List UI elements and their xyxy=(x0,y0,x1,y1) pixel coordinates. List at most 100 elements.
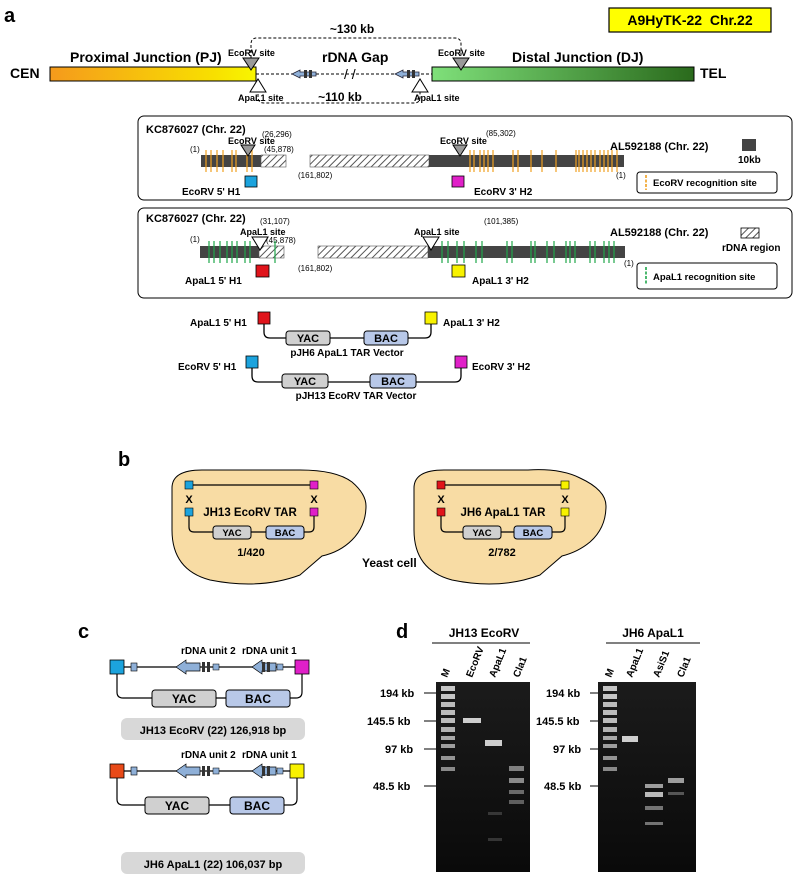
apal1-5-h1-swatch xyxy=(255,264,270,278)
jh6-apal1-construct xyxy=(109,763,305,815)
gel1-lane-ecorv: EcoRV xyxy=(465,645,487,679)
pjh6-left-arm-label: ApaL1 5' H1 xyxy=(190,318,247,329)
ecorv-pos-d: (85,302) xyxy=(486,129,516,138)
panel-label-c: c xyxy=(78,621,89,643)
jh6-efficiency: 2/782 xyxy=(488,547,516,559)
ecorv-site-marker-right xyxy=(452,57,470,71)
pjh13-right-arm-label: EcoRV 3' H2 xyxy=(472,362,531,373)
apal1-site-label-left: ApaL1 site xyxy=(238,93,284,103)
span-110kb-label: ~110 kb xyxy=(318,90,362,104)
apal1-map-right-title: AL592188 (Chr. 22) xyxy=(610,227,709,239)
jh13-crossover-left: X xyxy=(185,494,193,506)
chromosome-badge xyxy=(608,7,772,33)
span-130kb-label: ~130 kb xyxy=(330,22,374,36)
ecorv-map-box xyxy=(137,115,793,201)
ecorv-pos-b: (45,878) xyxy=(264,145,294,154)
apal1-3-h2-swatch xyxy=(451,264,466,278)
apal1-5-h1-label: ApaL1 5' H1 xyxy=(185,276,242,287)
pj-label: Proximal Junction (PJ) xyxy=(70,49,222,65)
jh6-tar-title: JH6 ApaL1 TAR xyxy=(461,507,547,519)
ecorv-map-site-right xyxy=(452,144,468,157)
gel2-title: JH6 ApaL1 xyxy=(622,626,684,640)
svg-text:194 kb: 194 kb xyxy=(380,688,415,700)
ecorv-map-left-rdna xyxy=(260,154,287,168)
apal1-legend-label: ApaL1 recognition site xyxy=(653,272,755,283)
gel2-bands xyxy=(603,686,684,825)
jh6-size-label: JH6 ApaL1 (22) 106,037 bp xyxy=(144,859,283,871)
ecorv-pos-end: (1) xyxy=(616,171,626,180)
apal1-map-box xyxy=(137,207,793,299)
jh13-tar-construct xyxy=(184,480,319,540)
gap-break-icon: / / xyxy=(344,66,356,82)
svg-text:97 kb: 97 kb xyxy=(553,744,581,756)
jh6-c-yac-label: YAC xyxy=(165,799,190,813)
svg-text:194 kb: 194 kb xyxy=(546,688,581,700)
jh6-c-bac-label: BAC xyxy=(244,799,270,813)
apal1-pos-end: (1) xyxy=(624,259,634,268)
apal1-pos-d: (101,385) xyxy=(484,217,519,226)
rdna-region-label: rDNA region xyxy=(722,243,781,254)
chromosome-badge-label: A9HyTK-22 Chr.22 xyxy=(627,12,752,28)
jh13-rdna-unit2-label: rDNA unit 2 xyxy=(181,646,236,657)
panel-label-d: d xyxy=(396,621,408,643)
gel1-lane-cla1: Cla1 xyxy=(512,655,530,679)
yeast-cell-right xyxy=(413,469,607,585)
apal1-site-label-right: ApaL1 site xyxy=(414,93,460,103)
ecorv-5-h1-label: EcoRV 5' H1 xyxy=(182,187,241,198)
cen-label: CEN xyxy=(10,65,40,81)
panel-label-a: a xyxy=(4,5,16,27)
apal1-recognition-ticks xyxy=(208,241,615,263)
jh13-size-label: JH13 EcoRV (22) 126,918 bp xyxy=(140,725,287,737)
ecorv-pos-a: (26,296) xyxy=(262,130,292,139)
ecorv-site-label-right: EcoRV site xyxy=(438,48,485,58)
rdna-unit-glyph-left xyxy=(291,69,317,79)
ecorv-pos-c: (161,802) xyxy=(298,171,333,180)
gel2-lane-cla1: Cla1 xyxy=(676,655,694,679)
apal1-legend-box xyxy=(636,262,778,290)
apal1-pos-start: (1) xyxy=(190,235,200,244)
apal1-pos-c: (161,802) xyxy=(298,264,333,273)
span-110kb-bracket xyxy=(257,89,421,104)
jh13-efficiency: 1/420 xyxy=(237,547,265,559)
jh13-ecorv-construct xyxy=(109,659,310,708)
ecorv-site-label-left: EcoRV site xyxy=(228,48,275,58)
ecorv-map-left-segment xyxy=(201,155,261,167)
jh6-bac-label: BAC xyxy=(523,528,544,539)
apal1-site-marker-left xyxy=(249,78,267,93)
ecorv-5-h1-swatch xyxy=(244,175,258,188)
ecorv-legend-label: EcoRV recognition site xyxy=(653,178,757,189)
pjh6-vector-name: pJH6 ApaL1 TAR Vector xyxy=(290,348,403,359)
proximal-junction-bar xyxy=(49,66,257,82)
distal-junction-bar xyxy=(431,66,695,82)
ecorv-map-site-left xyxy=(240,144,256,157)
ecorv-map-site-left-label: EcoRV site xyxy=(228,136,275,146)
apal1-map-site-left xyxy=(251,236,269,251)
pjh13-ecorv-tar-vector xyxy=(245,355,468,389)
jh13-c-yac-label: YAC xyxy=(172,692,197,706)
svg-text:145.5 kb: 145.5 kb xyxy=(367,716,411,728)
apal1-map-site-left-label: ApaL1 site xyxy=(240,227,286,237)
apal1-map-left-rdna xyxy=(258,245,285,259)
gel2-marker-labels: 194 kb 145.5 kb 97 kb 48.5 kb xyxy=(536,688,598,793)
jh13-bac-label: BAC xyxy=(275,528,296,539)
ecorv-map-right-segment xyxy=(429,155,624,167)
dj-label: Distal Junction (DJ) xyxy=(512,49,643,65)
svg-text:48.5 kb: 48.5 kb xyxy=(544,781,582,793)
pjh6-right-arm-label: ApaL1 3' H2 xyxy=(443,318,500,329)
scale-bar-label: 10kb xyxy=(738,155,761,166)
jh6-crossover-left: X xyxy=(437,494,445,506)
rdna-region-swatch xyxy=(740,227,760,239)
ecorv-map-gap-rdna xyxy=(309,154,430,168)
gel2-lane-apal1: ApaL1 xyxy=(625,646,647,679)
rdna-gap-label: rDNA Gap xyxy=(322,49,388,65)
pjh13-vector-name: pJH13 EcoRV TAR Vector xyxy=(296,391,417,402)
pjh13-yac-label: YAC xyxy=(294,376,316,388)
jh6-size-badge xyxy=(121,852,305,874)
gel1-lane-apal1: ApaL1 xyxy=(488,646,510,679)
apal1-pos-b: (45,878) xyxy=(266,236,296,245)
jh13-rdna-unit1-label: rDNA unit 1 xyxy=(242,646,297,657)
pjh6-bac-label: BAC xyxy=(374,333,398,345)
apal1-pos-a: (31,107) xyxy=(260,217,290,226)
jh13-tar-title: JH13 EcoRV TAR xyxy=(203,507,297,519)
jh13-yac-label: YAC xyxy=(222,528,241,539)
